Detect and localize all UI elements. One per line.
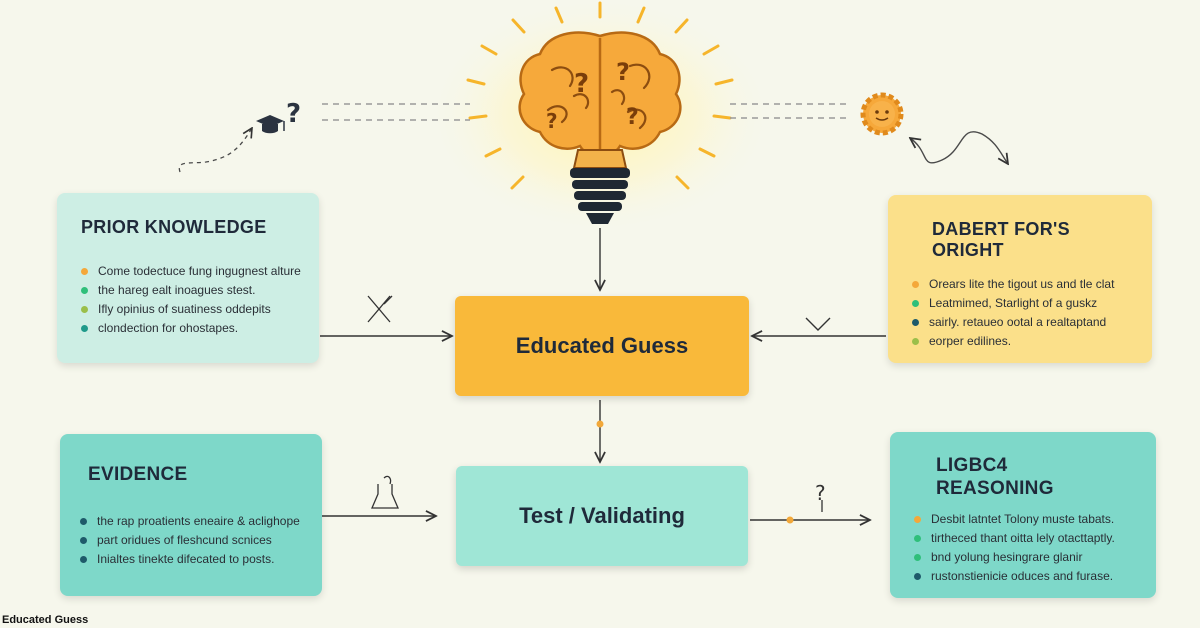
list-item: rustonstienicie oduces and furase. xyxy=(914,567,1156,586)
image-caption: Educated Guess xyxy=(2,614,89,626)
list-item: the rap proatients eneaire & aclighope xyxy=(80,512,322,531)
card-logic-reasoning: LIGBC4 REASONING Desbit latntet Tolony m… xyxy=(890,432,1156,598)
node-label: Test / Validating xyxy=(519,503,685,528)
list-item-text: bnd yolung hesingrare glanir xyxy=(931,550,1083,564)
card-title-line2: ORIGHT xyxy=(932,240,1004,260)
list-item-text: Ifly opinius of suatiness oddepits xyxy=(98,302,271,316)
list-item: tirtheced thant oitta lely otacttaptly. xyxy=(914,529,1156,548)
question-mark-icon: ? xyxy=(286,99,301,129)
list-item-text: the hareg ealt inoagues stest. xyxy=(98,283,256,297)
card-title: PRIOR KNOWLEDGE xyxy=(81,217,267,237)
list-item-text: eorper edilines. xyxy=(929,334,1012,348)
question-mark-small-icon: ? xyxy=(815,481,826,505)
list-item-text: Inialtes tinekte difecated to posts. xyxy=(97,552,275,566)
light-rays xyxy=(466,1,734,190)
list-item: part oridues of fleshcund scnices xyxy=(80,531,322,550)
list-item: Come todectuce fung ingugnest alture xyxy=(81,262,319,281)
dashed-curve-left xyxy=(178,128,252,173)
list-item-text: Leatmimed, Starlight of a guskz xyxy=(929,296,1098,310)
grad-cap-icon xyxy=(256,115,285,134)
list-item-text: part oridues of fleshcund scnices xyxy=(97,533,272,547)
list-item: sairly. retaueo ootal a realtaptand xyxy=(912,313,1152,332)
flask-icon xyxy=(371,475,399,509)
card-title-line1: LIGBC4 xyxy=(936,455,1008,476)
card-doubt-for-oright: DABERT FOR'S ORIGHT Orears lite the tigo… xyxy=(888,195,1152,363)
crossed-pencils-icon xyxy=(367,295,393,323)
list-item: clondection for ohostapes. xyxy=(81,319,319,338)
card-title-line1: DABERT FOR'S xyxy=(932,219,1070,239)
list-item-text: sairly. retaueo ootal a realtaptand xyxy=(929,315,1107,329)
dashed-connectors xyxy=(322,103,850,121)
list-item: Ifly opinius of suatiness oddepits xyxy=(81,300,319,319)
list-item: Inialtes tinekte difecated to posts. xyxy=(80,550,322,569)
brain-lightbulb-icon: ? ? ? ? xyxy=(518,31,682,224)
connector-dot-vertical xyxy=(596,420,604,428)
list-item-text: Desbit latntet Tolony muste tabats. xyxy=(931,512,1115,526)
list-item-text: Come todectuce fung ingugnest alture xyxy=(98,264,301,278)
brain-question-left: ? xyxy=(574,69,589,99)
list-item: Desbit latntet Tolony muste tabats. xyxy=(914,510,1156,529)
list-item: eorper edilines. xyxy=(912,332,1152,351)
card-prior-knowledge: PRIOR KNOWLEDGE Come todectuce fung ingu… xyxy=(57,193,319,363)
node-test-validating: Test / Validating xyxy=(456,466,748,566)
card-title-line2: REASONING xyxy=(936,478,1054,499)
list-item: Orears lite the tigout us and tle clat xyxy=(912,275,1152,294)
list-item: bnd yolung hesingrare glanir xyxy=(914,548,1156,567)
squiggle-right xyxy=(910,131,1008,164)
brain-question-small: ? xyxy=(546,109,558,133)
node-label: Educated Guess xyxy=(515,333,689,358)
list-item-text: rustonstienicie oduces and furase. xyxy=(931,569,1114,583)
card-evidence: EVIDENCE the rap proatients eneaire & ac… xyxy=(60,434,322,596)
flow-connectors xyxy=(320,228,886,520)
list-item: the hareg ealt inoagues stest. xyxy=(81,281,319,300)
connector-dot-right xyxy=(786,516,794,524)
gear-icon xyxy=(860,92,904,136)
chevron-down-icon xyxy=(805,317,831,331)
card-title: EVIDENCE xyxy=(88,464,188,485)
node-educated-guess: Educated Guess xyxy=(455,296,749,396)
list-item-text: the rap proatients eneaire & aclighope xyxy=(97,514,300,528)
list-item-text: clondection for ohostapes. xyxy=(98,321,239,335)
brain-question-right: ? xyxy=(616,58,630,86)
list-item: Leatmimed, Starlight of a guskz xyxy=(912,294,1152,313)
list-item-text: Orears lite the tigout us and tle clat xyxy=(929,277,1115,291)
brain-question-lower: ? xyxy=(626,105,639,130)
list-item-text: tirtheced thant oitta lely otacttaptly. xyxy=(931,531,1115,545)
